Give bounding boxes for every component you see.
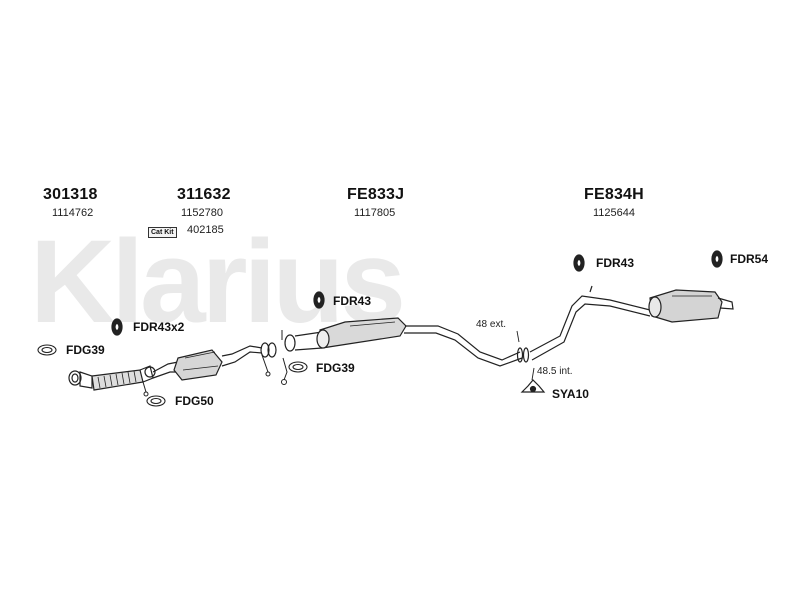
callout-fdr54: FDR54: [730, 252, 769, 266]
catalyst-drawing: [152, 342, 277, 381]
ref-number-catalyst: 1152780: [181, 207, 224, 219]
front-pipe-drawing: [68, 365, 156, 391]
callout-fdr43-right: FDR43: [596, 256, 635, 270]
ref-number-middle-section: 1117805: [354, 207, 396, 219]
callout-fdg39-mid: FDG39: [316, 361, 355, 375]
ref-number-rear-section: 1125644: [593, 207, 636, 219]
gasket-drawings: [37, 344, 308, 407]
sensor-drawing: [142, 330, 288, 397]
callout-fdr43x2: FDR43x2: [133, 320, 185, 334]
part-number-rear-section: FE834H: [584, 186, 644, 203]
part-number-front-pipe: 301318: [43, 186, 98, 203]
dimension-ext-label: 48 ext.: [476, 319, 507, 330]
dimension-int-label: 48.5 int.: [537, 366, 573, 377]
callout-fdr43-mid: FDR43: [333, 294, 372, 308]
hanger-drawings: [111, 250, 723, 393]
ref-number-front-pipe: 1114762: [52, 207, 94, 219]
cat-kit-badge: Cat Kit: [148, 227, 177, 238]
rear-section-drawing: [529, 285, 734, 361]
cat-kit-ref-number: 402185: [187, 224, 224, 236]
callout-sya10: SYA10: [552, 387, 589, 401]
middle-section-drawing: [284, 317, 530, 367]
callout-fdg50: FDG50: [175, 394, 214, 408]
callout-fdg39-left: FDG39: [66, 343, 105, 357]
part-number-catalyst: 311632: [177, 186, 231, 203]
part-number-middle-section: FE833J: [347, 186, 405, 203]
dimension-markers: [516, 330, 535, 381]
